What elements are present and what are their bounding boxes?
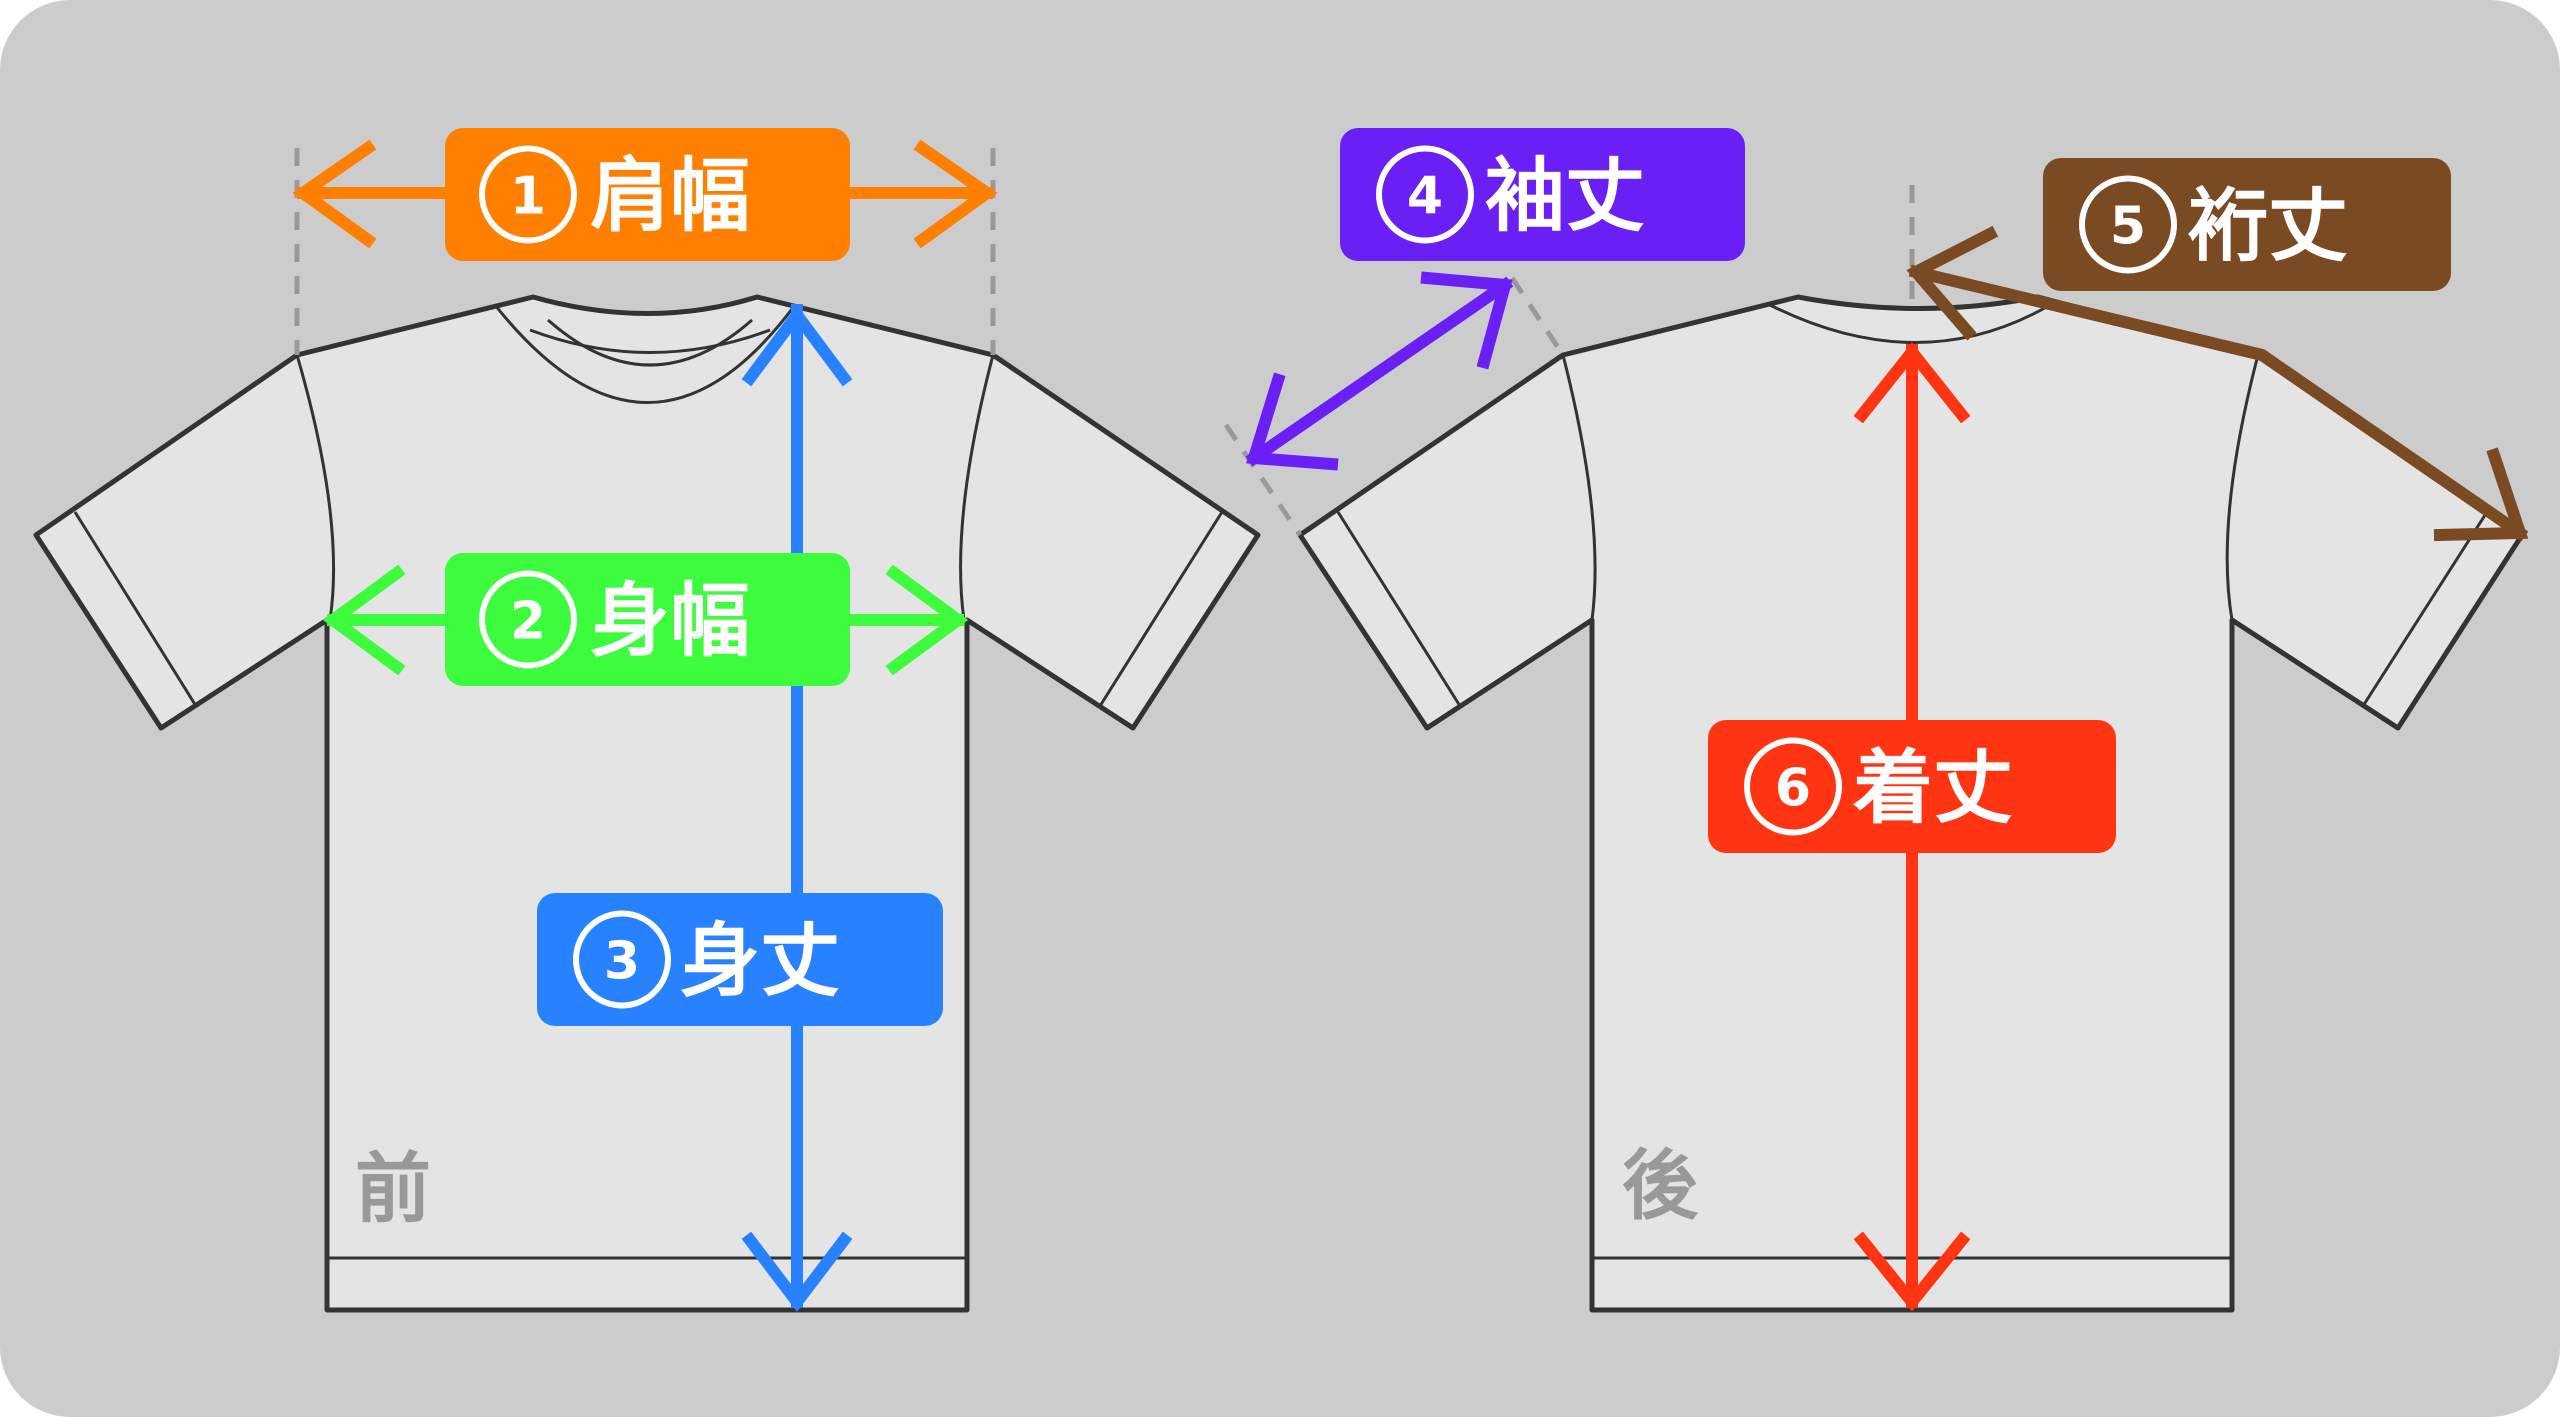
number-circle xyxy=(573,910,671,1009)
body-length-arrow xyxy=(741,304,853,1312)
label-body-length: 3 身丈 xyxy=(537,893,943,1026)
label-number: 3 xyxy=(604,932,640,992)
label-number: 5 xyxy=(2110,197,2146,257)
back-right-cuff xyxy=(2361,511,2489,707)
front-collar-outer xyxy=(493,304,797,404)
back-right-armhole xyxy=(2225,354,2260,621)
sleeve-length-arrow xyxy=(1245,271,1514,471)
label-yuki-length: 5 裄丈 xyxy=(2043,158,2451,291)
back-collar-band xyxy=(1769,303,2051,344)
back-left-armhole xyxy=(1561,354,1597,621)
number-circle xyxy=(1376,145,1474,244)
label-number: 1 xyxy=(510,167,546,227)
label-badge-box xyxy=(445,128,850,261)
front-body-outline xyxy=(33,294,1261,1313)
label-text: 裄丈 xyxy=(2188,180,2348,273)
back-left-cuff xyxy=(1336,511,1462,707)
label-text: 身幅 xyxy=(590,575,750,668)
front-right-armhole xyxy=(959,354,995,621)
label-total-length: 6 着丈 xyxy=(1708,720,2116,853)
number-circle xyxy=(479,570,577,669)
number-circle xyxy=(2079,175,2177,274)
label-text: 袖丈 xyxy=(1485,150,1645,243)
front-collar-band xyxy=(529,328,771,354)
guide-lines xyxy=(294,148,1915,537)
number-circle xyxy=(1744,737,1842,836)
front-side-label: 前 xyxy=(355,1144,431,1233)
back-side-label: 後 xyxy=(1622,1141,1699,1230)
label-text: 着丈 xyxy=(1853,742,2013,835)
yuki-length-arrow xyxy=(1906,225,2529,542)
front-left-armhole xyxy=(295,354,336,621)
label-badge-box xyxy=(2043,158,2451,291)
front-right-cuff xyxy=(1098,511,1224,707)
label-number: 6 xyxy=(1775,759,1811,819)
label-body-width: 2 身幅 xyxy=(445,553,850,686)
label-badge-box xyxy=(1340,128,1745,261)
label-number: 2 xyxy=(510,592,546,652)
label-sleeve-length: 4 袖丈 xyxy=(1340,128,1745,261)
label-badge-box xyxy=(537,893,943,1026)
tshirt-front-icon xyxy=(33,294,1261,1313)
label-text: 身丈 xyxy=(680,915,840,1008)
front-collar-inner xyxy=(547,318,753,367)
label-badge-box xyxy=(1708,720,2116,853)
label-badge-box xyxy=(445,553,850,686)
label-shoulder-width: 1 肩幅 xyxy=(445,128,850,261)
number-circle xyxy=(479,145,577,244)
front-left-cuff xyxy=(73,511,198,707)
label-number: 4 xyxy=(1407,167,1443,227)
sleeve-guide-top xyxy=(1509,276,1566,357)
label-text: 肩幅 xyxy=(590,150,750,243)
sleeve-guide-bottom xyxy=(1223,423,1303,537)
